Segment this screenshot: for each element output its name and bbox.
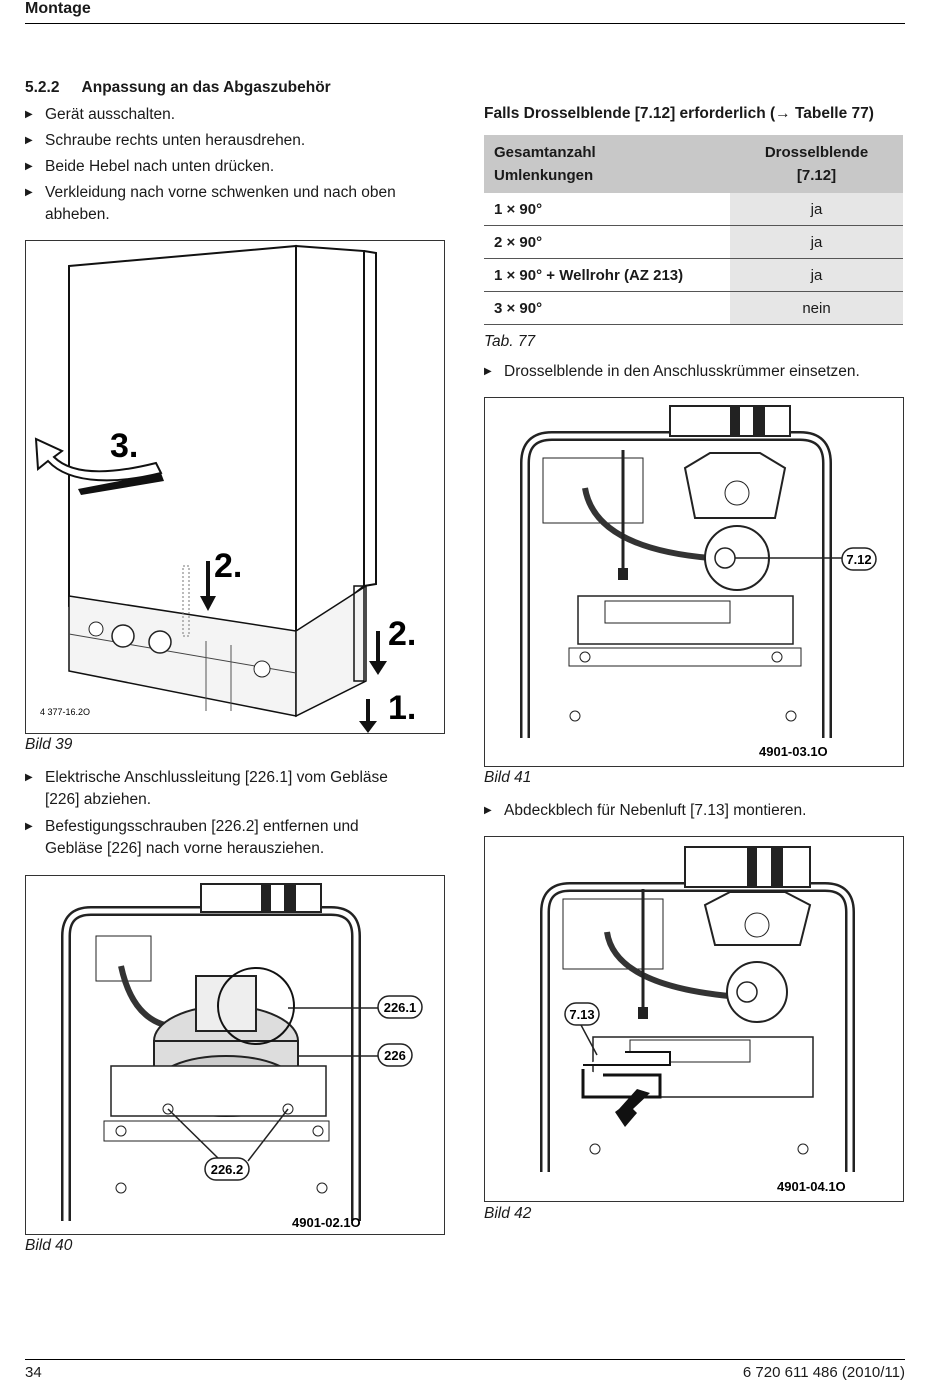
figure-42: 7.13 4901-04.1O <box>484 836 904 1202</box>
figure-41: 7.12 4901-03.1O <box>484 397 904 767</box>
column-header: Drosselblende[7.12] <box>730 135 903 193</box>
list-item: ▶ Beide Hebel nach unten drücken. <box>25 156 445 178</box>
header-rule <box>25 23 905 24</box>
callout-226-2: 226.2 <box>211 1162 244 1177</box>
figure-39: 3. 2. 2. 1. 4 377-16.2O <box>25 240 445 734</box>
table-heading: Falls Drosselblende [7.12] erforderlich … <box>484 105 874 122</box>
figure-code: 4901-02.1O <box>292 1215 361 1230</box>
list-item: ▶ Elektrische Anschlussleitung [226.1] v… <box>25 769 388 808</box>
bullet-icon: ▶ <box>484 366 492 377</box>
step-label-2b: 2. <box>388 615 416 653</box>
bullet-icon: ▶ <box>25 109 33 120</box>
figure-caption: Bild 42 <box>484 1205 532 1222</box>
figure-code: 4901-03.1O <box>759 744 828 759</box>
footer-rule <box>25 1359 905 1360</box>
list-item: ▶ Verkleidung nach vorne schwenken und n… <box>25 184 396 223</box>
list-item: ▶ Schraube rechts unten herausdrehen. <box>25 130 445 152</box>
bullet-icon: ▶ <box>25 135 33 146</box>
page-number: 34 <box>25 1364 42 1381</box>
list-item: ▶ Abdeckblech für Nebenluft [7.13] monti… <box>484 800 904 822</box>
step-label-1: 1. <box>388 689 416 727</box>
figure-caption: Bild 40 <box>25 1237 73 1254</box>
step-label-2a: 2. <box>214 547 242 585</box>
section-number: 5.2.2 <box>25 79 60 96</box>
figure-code: 4901-04.1O <box>777 1179 846 1194</box>
bullet-icon: ▶ <box>25 187 33 198</box>
figure-caption: Bild 41 <box>484 769 532 786</box>
cover-plate-illustration: 7.13 4901-04.1O <box>540 846 855 1194</box>
step-label-3: 3. <box>110 427 138 465</box>
figure-caption: Bild 39 <box>25 736 73 753</box>
callout-226: 226 <box>384 1048 406 1063</box>
list-item: ▶ Gerät ausschalten. <box>25 104 445 126</box>
figure-40: 226.1 226 226.2 4901-02.1O <box>25 875 445 1235</box>
document-number: 6 720 611 486 (2010/11) <box>742 1364 905 1381</box>
table-row: 1 × 90° ja <box>484 193 903 226</box>
bullet-icon: ▶ <box>484 805 492 816</box>
list-item: ▶ Befestigungsschrauben [226.2] entferne… <box>25 818 359 857</box>
list-item: ▶ Drosselblende in den Anschlusskrümmer … <box>484 361 904 383</box>
arrow-right-icon: → <box>775 105 791 122</box>
fan-removal-illustration: 226.1 226 226.2 4901-02.1O <box>61 883 423 1230</box>
callout-226-1: 226.1 <box>384 1000 417 1015</box>
table-row: 1 × 90° + Wellrohr (AZ 213) ja <box>484 258 903 292</box>
figure-code: 4 377-16.2O <box>40 707 90 717</box>
table-row: 3 × 90° nein <box>484 291 903 325</box>
section-title: Anpassung an das Abgaszubehör <box>81 79 331 96</box>
table-row: 2 × 90° ja <box>484 225 903 259</box>
table-caption: Tab. 77 <box>484 333 536 350</box>
boiler-housing-illustration: 3. 2. 2. 1. 4 377-16.2O <box>34 244 416 733</box>
section-heading: 5.2.2 Anpassung an das Abgaszubehör <box>25 79 331 97</box>
throttle-insert-illustration: 7.12 4901-03.1O <box>520 405 877 759</box>
bullet-icon: ▶ <box>25 161 33 172</box>
page-header: Montage <box>25 0 91 17</box>
callout-7-12: 7.12 <box>846 552 871 567</box>
callout-7-13: 7.13 <box>569 1007 594 1022</box>
bullet-icon: ▶ <box>25 821 33 832</box>
bullet-icon: ▶ <box>25 772 33 783</box>
